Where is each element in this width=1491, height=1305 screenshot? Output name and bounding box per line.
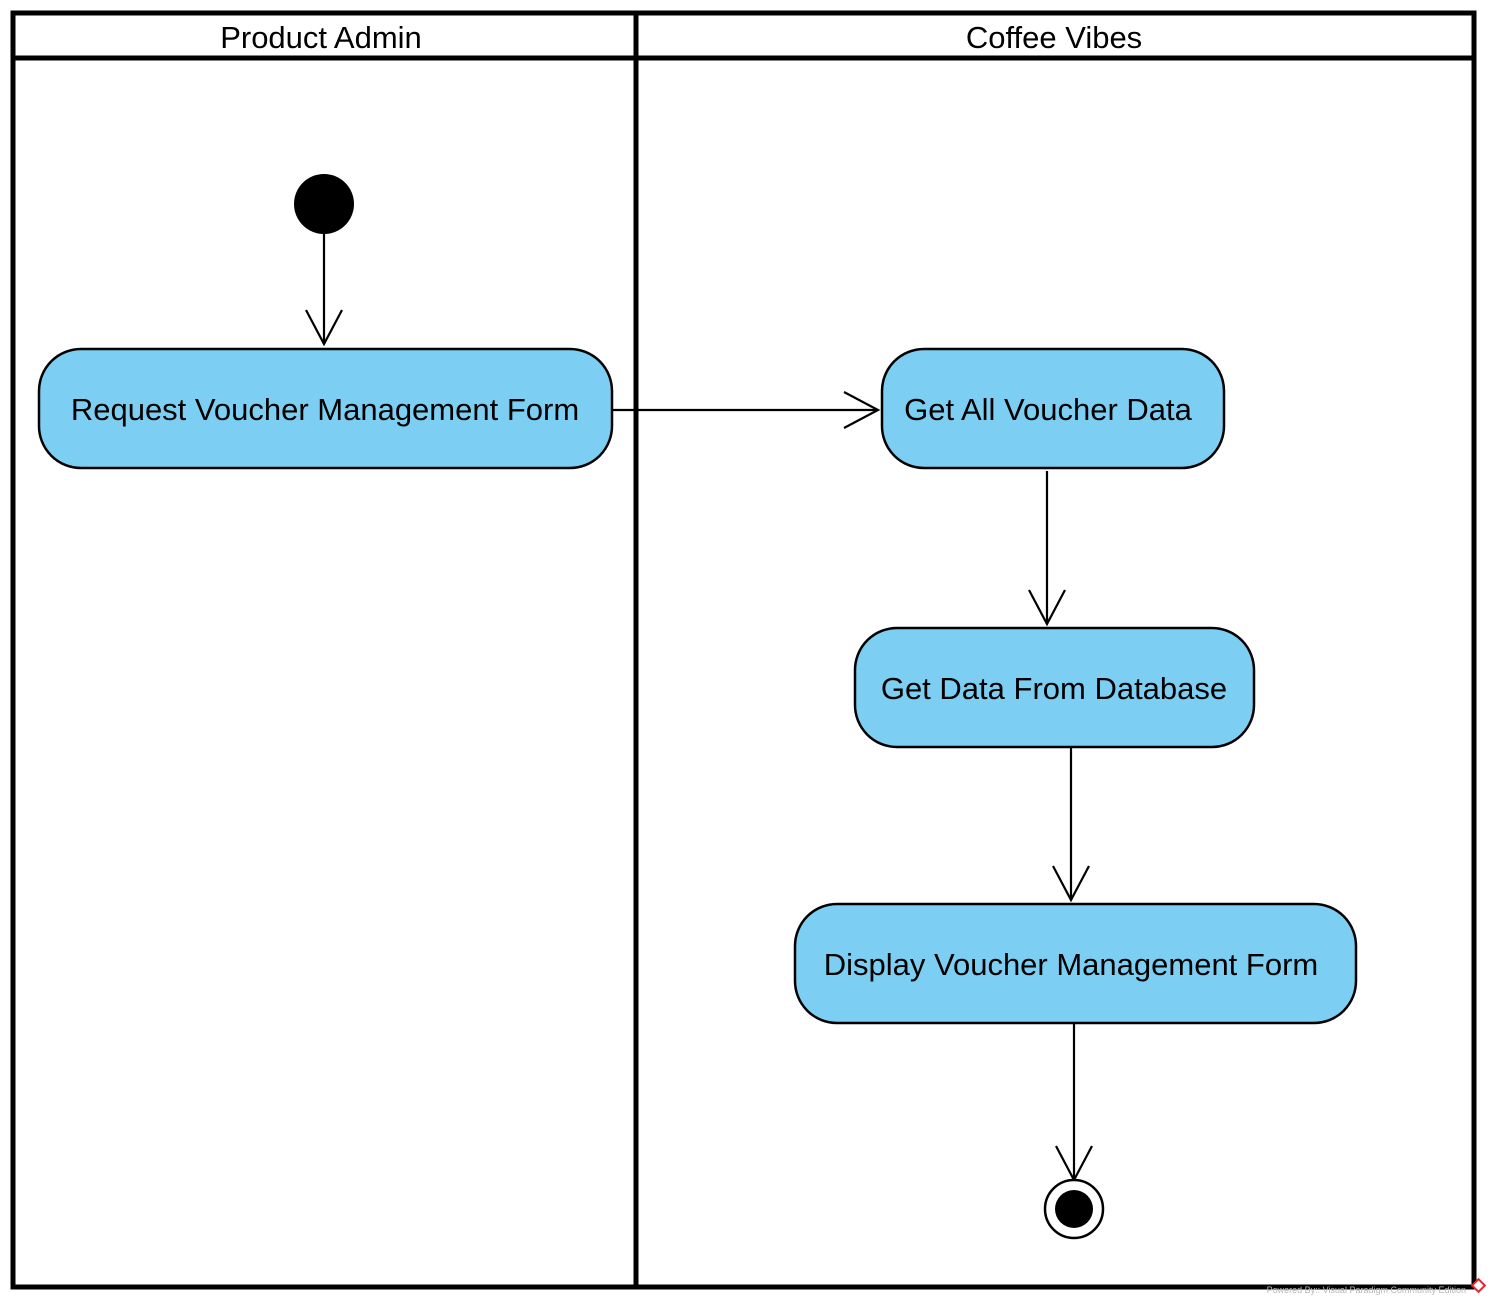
watermark-text: Powered By:: Visual Paradigm Community E…: [1267, 1285, 1466, 1295]
lane-title-product-admin: Product Admin: [220, 20, 422, 55]
flow-get-all-to-get-db: [1028, 471, 1066, 627]
action-get-all-voucher-data: Get All Voucher Data: [880, 347, 1226, 470]
action-get-data-from-database: Get Data From Database: [853, 626, 1256, 749]
svg-text:Get All Voucher Data: Get All Voucher Data: [904, 392, 1193, 427]
visual-paradigm-logo-icon: [1470, 1277, 1487, 1294]
action-request-voucher-form: Request Voucher Management Form: [37, 347, 614, 470]
swimlane-frame: [10, 10, 1477, 1290]
initial-node: [294, 174, 354, 234]
svg-text:Request Voucher Management For: Request Voucher Management Form: [71, 392, 579, 427]
svg-text:Get Data From Database: Get Data From Database: [881, 671, 1227, 706]
action-display-voucher-form: Display Voucher Management Form: [793, 902, 1358, 1025]
flow-get-db-to-display: [1052, 747, 1090, 903]
flow-initial-to-request: [305, 234, 343, 347]
lane-title-coffee-vibes: Coffee Vibes: [966, 20, 1142, 55]
flow-request-to-get-all: [612, 391, 881, 429]
final-node: [1043, 1178, 1105, 1240]
svg-text:Display Voucher Management For: Display Voucher Management Form: [824, 947, 1319, 982]
